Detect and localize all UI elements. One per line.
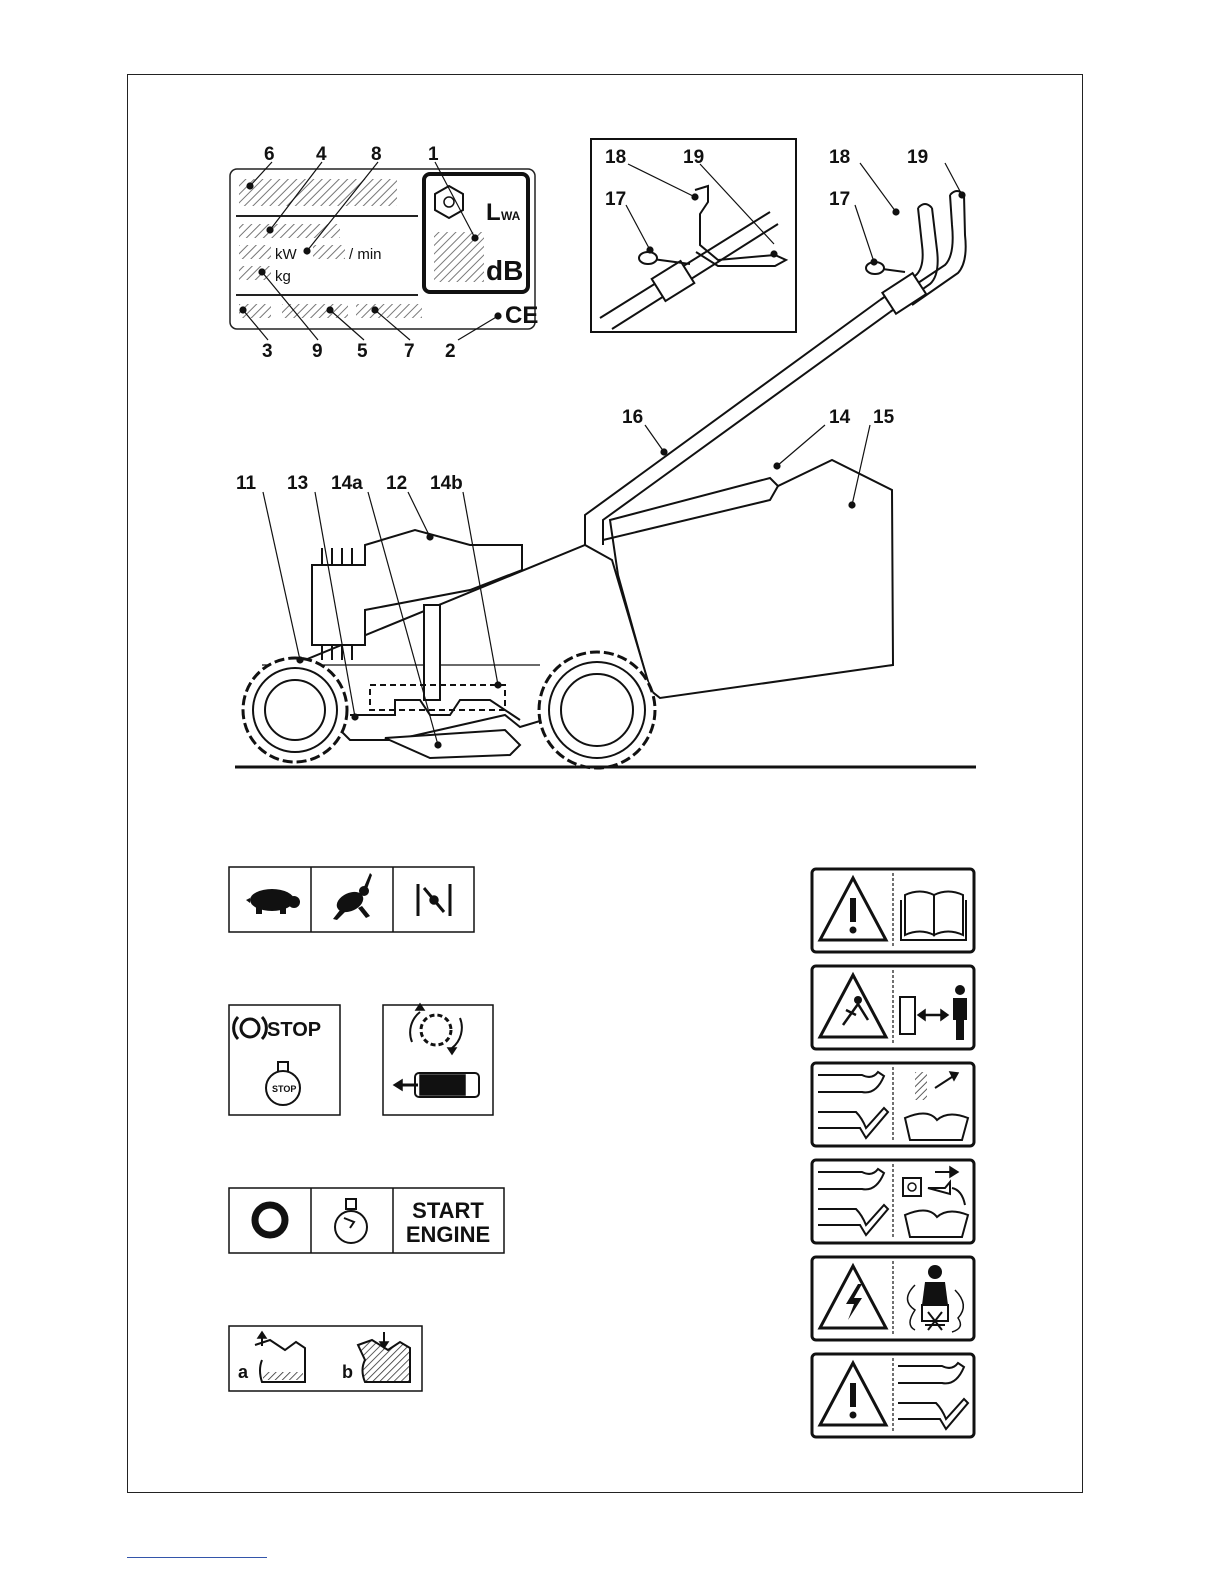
footer-rule [127,1557,267,1558]
rating-plate: kW / min kg L WA dB CE 6 4 8 [230,144,538,362]
callout-15: 15 [873,407,895,428]
handle-detail-box: 18 19 17 [591,139,796,332]
brake-stop-panel: STOP STOP [229,1005,340,1115]
ce-mark: CE [505,302,538,329]
decal-blade-spark [812,1063,974,1146]
start-text-line1: START [412,1198,484,1223]
hatched-field-5 [282,304,348,318]
decal-blade-plug [812,1160,974,1243]
manual-book-icon [901,892,966,941]
hatched-field-4 [239,224,340,238]
callout-19: 19 [907,147,928,168]
callout-14a: 14a [331,473,363,494]
callout-14: 14 [829,407,851,428]
safety-decals [812,869,974,1437]
callout-7: 7 [404,341,415,362]
rear-wheel [243,658,347,762]
callout-16: 16 [622,407,643,428]
sound-emitter-icon [435,186,463,218]
plate-unit-kg: kg [275,268,291,285]
plate-unit-min: / min [349,246,382,263]
decal-read-manual [812,869,974,952]
bag-label-a: a [238,1362,249,1382]
detail-callout-17: 17 [605,189,626,210]
hatched-field-6 [239,179,397,206]
callout-3: 3 [262,341,273,362]
callout-8: 8 [371,144,382,165]
detail-callout-19: 19 [683,147,704,168]
callout-1: 1 [428,144,439,165]
plate-unit-kw: kW [275,246,298,263]
hatched-field-rpm [313,245,345,259]
detail-callout-18: 18 [605,147,626,168]
blade-rotation-panel [383,1004,493,1115]
brake-stop-text: STOP [267,1019,321,1041]
callout-9: 9 [312,341,323,362]
decal-electric [812,1257,974,1340]
callout-4: 4 [316,144,327,165]
db-label: dB [486,255,523,286]
bag-label-b: b [342,1362,353,1382]
hatched-field-7 [356,304,422,318]
lwa-label: L [486,199,501,226]
speed-symbols [229,867,474,932]
callout-18: 18 [829,147,850,168]
callout-5: 5 [357,341,368,362]
callout-12: 12 [386,473,407,494]
callout-14b: 14b [430,473,463,494]
callout-17: 17 [829,189,850,210]
choke-off-icon [255,1205,285,1235]
lwa-subscript: WA [501,209,521,223]
hatched-field-kw [239,245,271,259]
callout-2: 2 [445,341,456,362]
callout-11: 11 [236,473,257,494]
start-symbols: START ENGINE [229,1188,504,1253]
engine-stop-text: STOP [272,1084,296,1094]
decal-blade-warning [812,1354,974,1437]
callout-6: 6 [264,144,275,165]
grass-bag-level-panel: a b [229,1326,422,1391]
callout-13: 13 [287,473,308,494]
start-text-line2: ENGINE [406,1222,490,1247]
front-wheel [539,652,655,768]
decal-bystanders [812,966,974,1049]
